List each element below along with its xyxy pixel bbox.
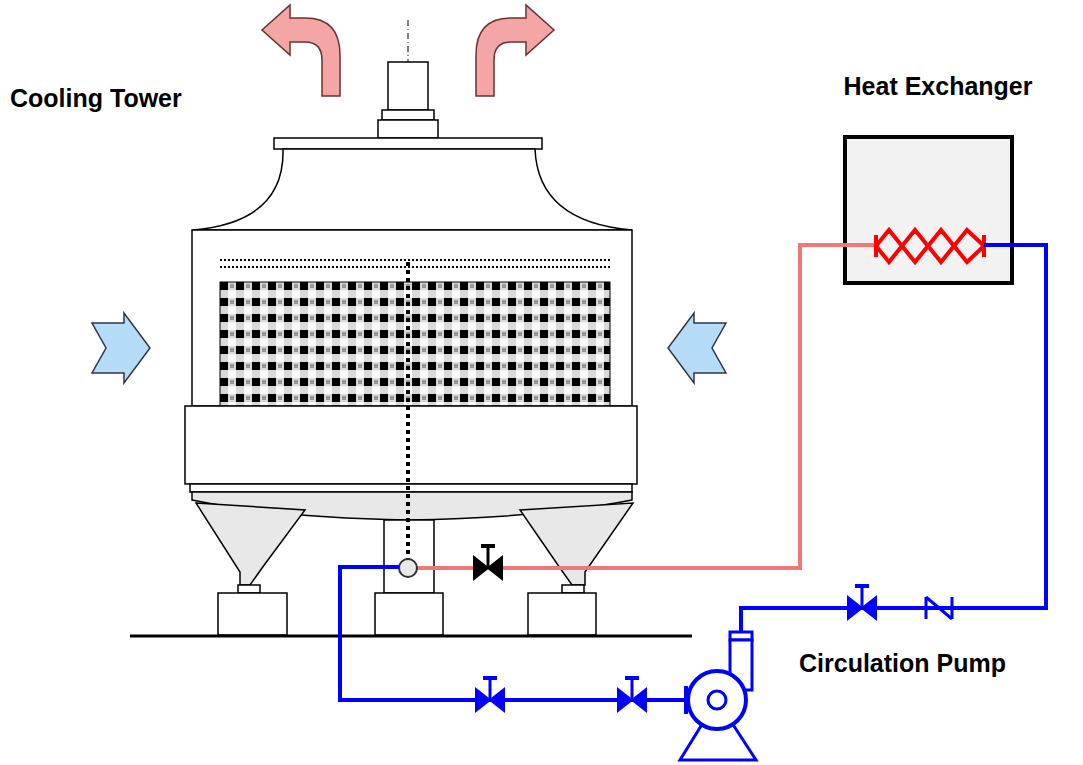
foundation: [375, 593, 443, 635]
water-inlet: [399, 559, 417, 577]
gate-valve: [618, 678, 646, 711]
ground-line: [130, 635, 692, 638]
check-valve: [926, 597, 952, 619]
part-label: Circulation Pump: [799, 649, 1006, 678]
hot-water-pipe: [408, 245, 876, 568]
gate-valve: [474, 546, 502, 579]
part-label: Cooling Tower: [10, 84, 182, 113]
suction-pipe: [340, 567, 690, 700]
fan-stack: [193, 149, 632, 230]
support-leg: [520, 503, 633, 585]
intake-arrow: [92, 313, 150, 383]
pump-casing: [688, 671, 746, 729]
tower-lower-band: [185, 406, 637, 484]
exhaust-arrow: [476, 5, 554, 96]
tower-cap: [274, 138, 542, 149]
heat-exchanger-coil: [876, 230, 984, 262]
tower-body: [192, 230, 632, 406]
gate-valve: [848, 586, 876, 619]
equipment-heading: Heat Exchanger: [798, 72, 1078, 101]
equipment-box: Heat Exchanger: [798, 72, 1078, 286]
intake-arrow: [668, 313, 726, 383]
cold-water-pipe: [741, 245, 1046, 640]
heat-exchanger-housing: [845, 137, 1012, 283]
foundation: [218, 593, 287, 635]
exhaust-arrow: [262, 5, 340, 96]
foundation: [528, 593, 596, 635]
gate-valve: [476, 678, 504, 711]
support-leg: [196, 503, 305, 585]
center-column: [384, 520, 434, 593]
fill-media: [220, 282, 610, 406]
fan-motor: [388, 62, 428, 110]
